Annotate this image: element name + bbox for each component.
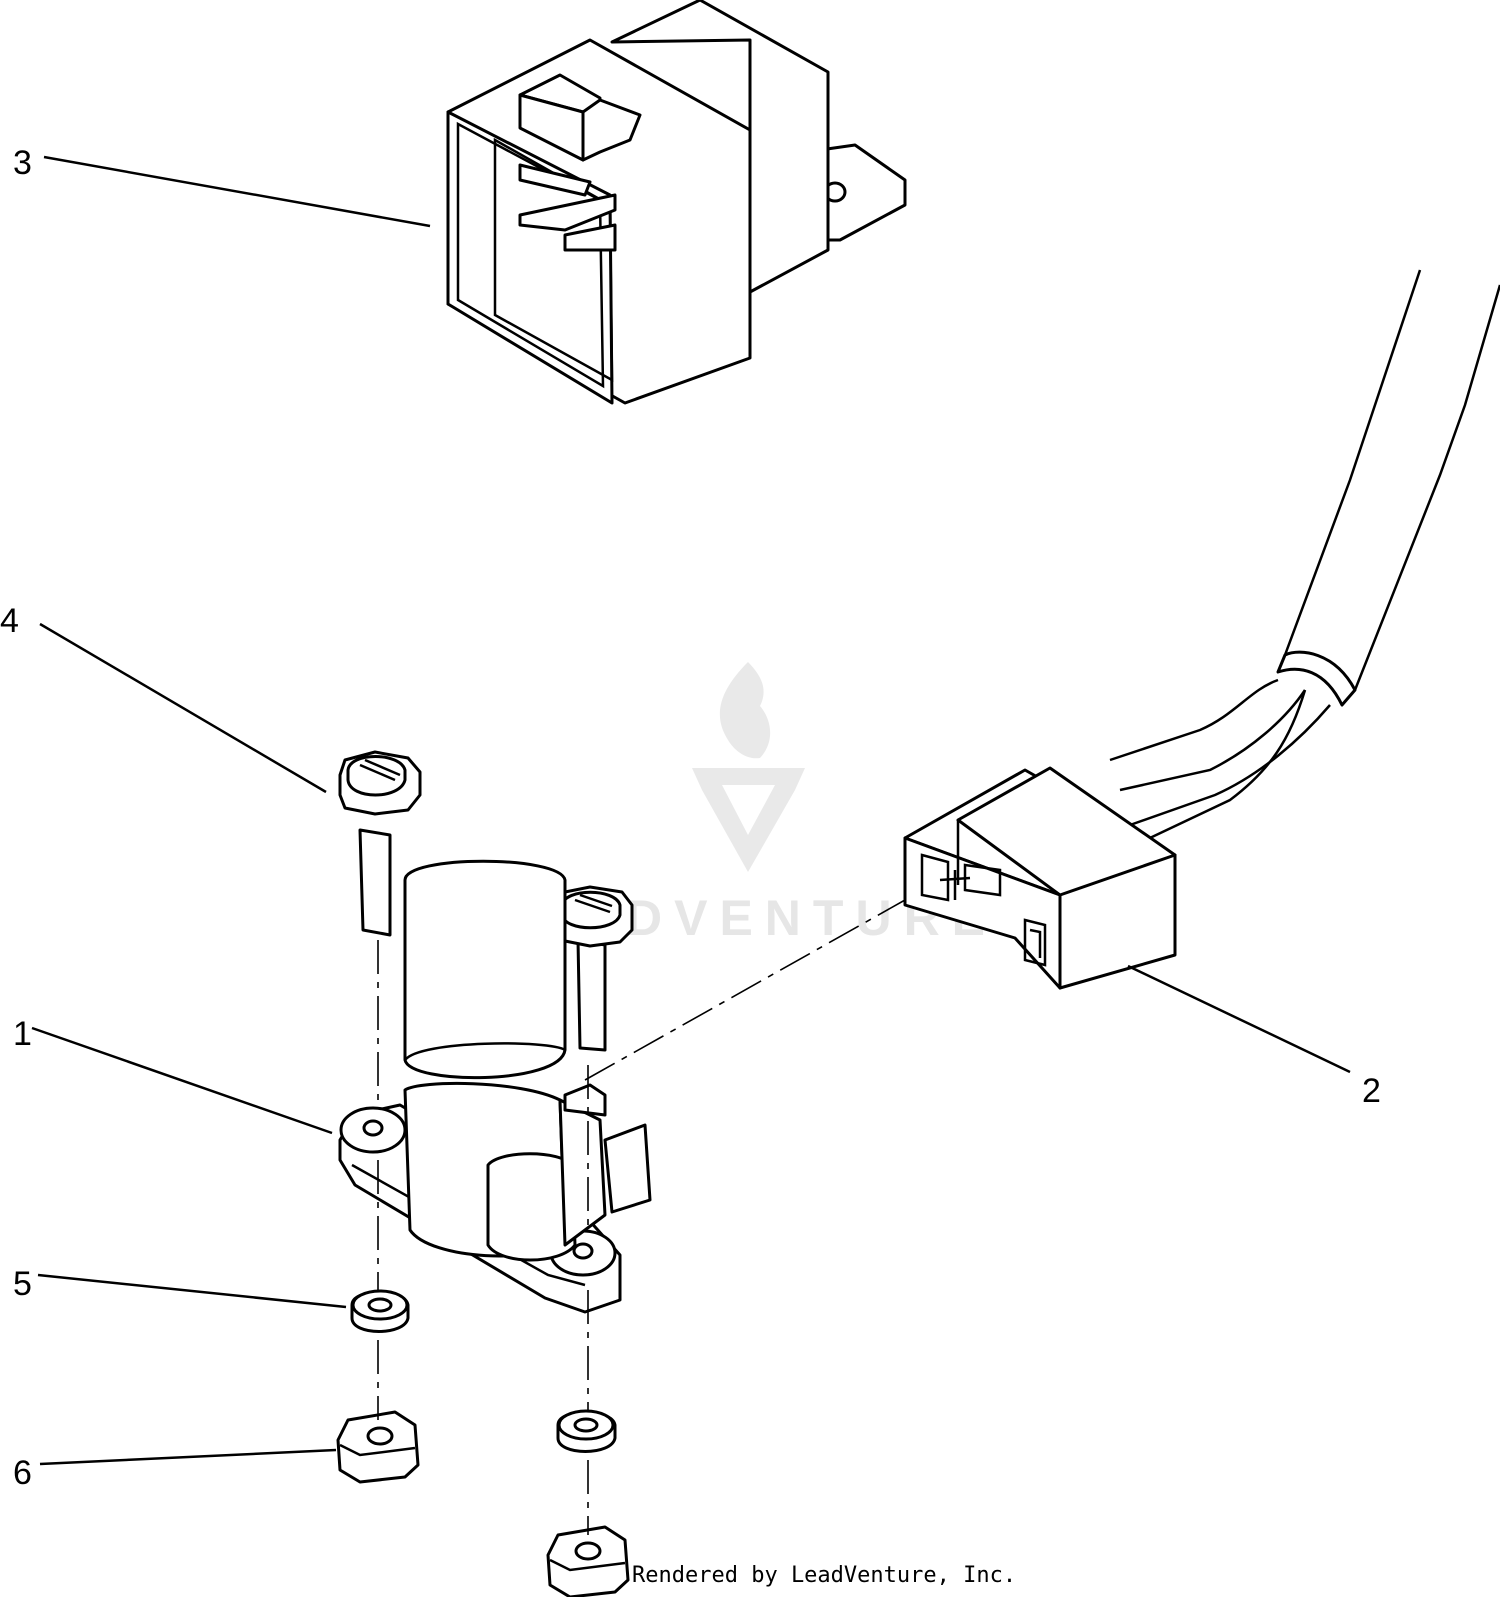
render-credit: Rendered by LeadVenture, Inc. [632,1563,1016,1588]
part-1-solenoid [338,859,652,1314]
leader-4 [39,622,327,794]
callout-6: 6 [13,1454,32,1492]
callout-1: 1 [13,1015,32,1053]
part-3-relay [446,0,907,405]
leader-3 [43,155,431,228]
leader-5 [37,1273,347,1309]
part-4-bolt-left [338,750,422,937]
callout-5: 5 [13,1265,32,1303]
leader-6 [39,1448,337,1466]
callout-4: 4 [0,602,19,640]
part-5-lock-washer-right [556,1409,617,1453]
part-4-bolt-right [553,885,634,1052]
callout-labels: 1 2 3 4 5 6 [0,144,1381,1492]
leader-2 [1127,964,1351,1074]
center-lines [377,899,906,1535]
part-2-harness-connector [903,269,1500,990]
callout-3: 3 [13,144,32,182]
part-5-lock-washer-left [350,1289,410,1333]
leader-1 [31,1026,333,1135]
leadventure-flame-logo-icon [692,662,805,872]
part-6-hex-nut-left [336,1410,420,1484]
leader-lines [31,155,1351,1466]
callout-2: 2 [1362,1072,1381,1110]
part-6-hex-nut-right [546,1525,630,1597]
